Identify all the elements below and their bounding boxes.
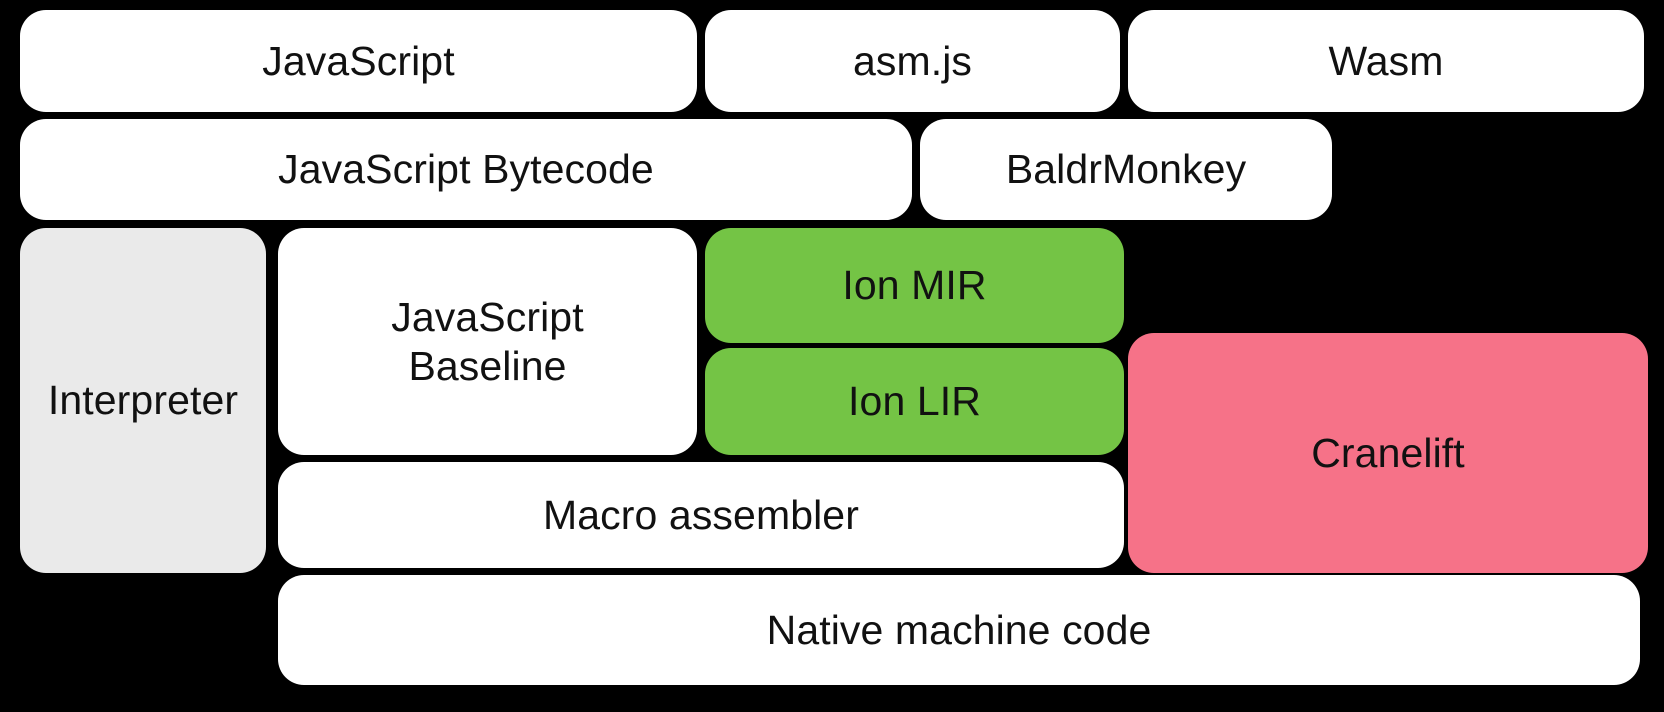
node-macro-assembler[interactable]: Macro assembler: [278, 462, 1124, 568]
node-label-wasm: Wasm: [1328, 37, 1444, 84]
node-javascript-baseline[interactable]: JavaScript Baseline: [278, 228, 697, 455]
node-label-native-machine-code: Native machine code: [766, 606, 1152, 653]
node-asmjs[interactable]: asm.js: [705, 10, 1120, 112]
node-label-macro-assembler: Macro assembler: [543, 491, 859, 538]
node-interpreter[interactable]: Interpreter: [20, 228, 266, 573]
node-cranelift[interactable]: Cranelift: [1128, 333, 1648, 573]
node-javascript-bytecode[interactable]: JavaScript Bytecode: [20, 119, 912, 220]
node-label-javascript-baseline: JavaScript Baseline: [391, 294, 584, 389]
node-wasm[interactable]: Wasm: [1128, 10, 1644, 112]
node-label-javascript: JavaScript: [262, 37, 455, 84]
node-label-cranelift: Cranelift: [1311, 429, 1465, 476]
node-javascript[interactable]: JavaScript: [20, 10, 697, 112]
node-label-interpreter: Interpreter: [47, 377, 239, 424]
node-ion-mir[interactable]: Ion MIR: [705, 228, 1124, 343]
node-label-asmjs: asm.js: [852, 37, 973, 84]
node-label-baldrmonkey: BaldrMonkey: [1005, 146, 1247, 193]
node-label-ion-mir: Ion MIR: [842, 262, 987, 309]
node-ion-lir[interactable]: Ion LIR: [705, 348, 1124, 455]
node-baldrmonkey[interactable]: BaldrMonkey: [920, 119, 1332, 220]
node-label-javascript-bytecode: JavaScript Bytecode: [278, 146, 654, 193]
node-label-ion-lir: Ion LIR: [848, 378, 981, 425]
node-native-machine-code[interactable]: Native machine code: [278, 575, 1640, 685]
